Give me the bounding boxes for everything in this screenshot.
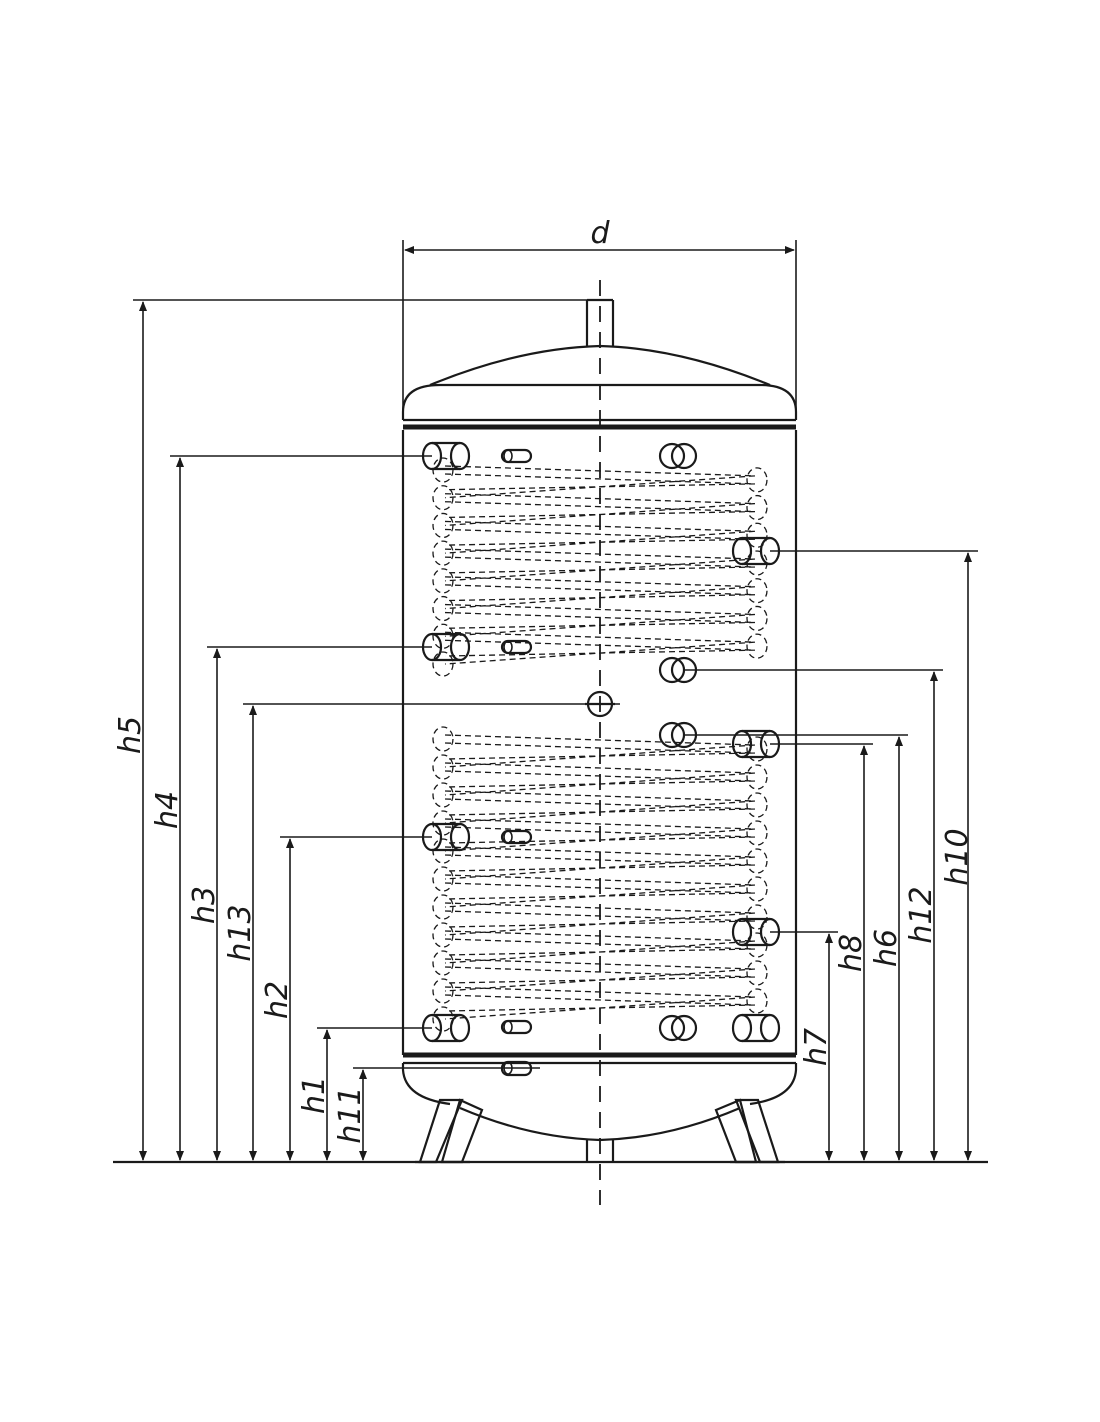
tank-body [401, 430, 798, 1065]
coil-turn-left [432, 866, 454, 892]
coil-turn-left [432, 754, 454, 780]
dimension-h6: h6 [684, 734, 908, 1161]
coil-turn-right [746, 578, 768, 604]
label-h12: h12 [904, 886, 939, 943]
dimension-h10: h10 [770, 550, 978, 1161]
coil-turn-left [432, 623, 454, 649]
dimension-h8: h8 [770, 743, 873, 1161]
dimension-d: d [402, 216, 797, 420]
label-h8: h8 [834, 934, 869, 972]
label-h10: h10 [940, 828, 975, 885]
tank-top-cover [401, 344, 798, 430]
dimension-h1: h1 [297, 1027, 432, 1161]
coil-turn-left [432, 651, 454, 677]
nozzle-h3 [421, 632, 471, 662]
label-h4: h4 [150, 791, 185, 829]
coil-connection-top-upper [658, 442, 698, 470]
nozzle-h10 [731, 536, 781, 566]
label-h2: h2 [260, 981, 295, 1019]
top-outlet-pipe [585, 298, 615, 346]
coil-turn-left [432, 512, 454, 539]
coil-turn-right [746, 467, 768, 493]
bottom-drain-pipe [585, 1140, 615, 1162]
sensor-sleeve-h2 [500, 829, 533, 845]
dimension-h4: h4 [150, 455, 432, 1161]
coil-strands [444, 734, 756, 1020]
coil-strands [444, 465, 756, 665]
coil-turn-right [746, 820, 768, 846]
left-leg [415, 1098, 484, 1164]
upper-heat-exchanger-coil [432, 457, 768, 677]
coil-turn-right [746, 764, 768, 790]
coil-turn-left [432, 978, 454, 1004]
coil-turn-left [432, 485, 454, 511]
right-leg [714, 1098, 785, 1164]
coil-turn-right [746, 522, 768, 548]
label-d: d [590, 216, 610, 251]
nozzle-h2 [421, 822, 471, 852]
lower-heat-exchanger-coil [432, 726, 768, 1032]
label-h6: h6 [869, 929, 904, 967]
label-h3: h3 [187, 886, 222, 924]
coil-turn-right [746, 960, 768, 986]
coil-turn-right [746, 633, 768, 659]
coil-turn-right [746, 904, 768, 930]
coil-turn-right [746, 736, 768, 762]
coil-turn-right [746, 605, 768, 632]
dimension-h11: h11 [333, 1067, 540, 1161]
coil-turn-left [432, 540, 454, 566]
nozzle-h7 [731, 917, 781, 947]
coil-turn-left [432, 782, 454, 808]
sensor-sleeve-h1 [500, 1019, 533, 1035]
label-h11: h11 [333, 1086, 368, 1143]
dimension-h2: h2 [260, 836, 432, 1161]
coil-turn-right [746, 876, 768, 902]
dimension-h12: h12 [684, 669, 943, 1161]
label-h5: h5 [113, 716, 148, 754]
coil-turn-right [746, 494, 768, 521]
coil-turn-right [746, 988, 768, 1014]
coil-connection-bottom-lower [658, 1014, 698, 1042]
coil-turn-left [432, 595, 454, 622]
nozzle-h1 [421, 1013, 471, 1043]
coil-turn-left [432, 922, 454, 948]
coil-turn-left [432, 568, 454, 594]
dimension-h3: h3 [187, 646, 432, 1161]
dimension-h7: h7 [770, 931, 838, 1161]
nozzle-bottom-right [731, 1013, 781, 1043]
coil-turn-left [432, 894, 454, 920]
label-h7: h7 [799, 1028, 834, 1066]
label-h13: h13 [223, 904, 258, 961]
dimension-h5: h5 [113, 299, 587, 1161]
coil-turn-right [746, 792, 768, 818]
coil-turn-left [432, 950, 454, 976]
coil-turn-left [432, 726, 454, 752]
sensor-sleeve-h3 [500, 639, 533, 655]
sensor-sleeve-h4 [500, 448, 533, 464]
label-h1: h1 [297, 1076, 332, 1114]
coil-turn-right [746, 848, 768, 874]
dimension-h13: h13 [223, 703, 620, 1161]
